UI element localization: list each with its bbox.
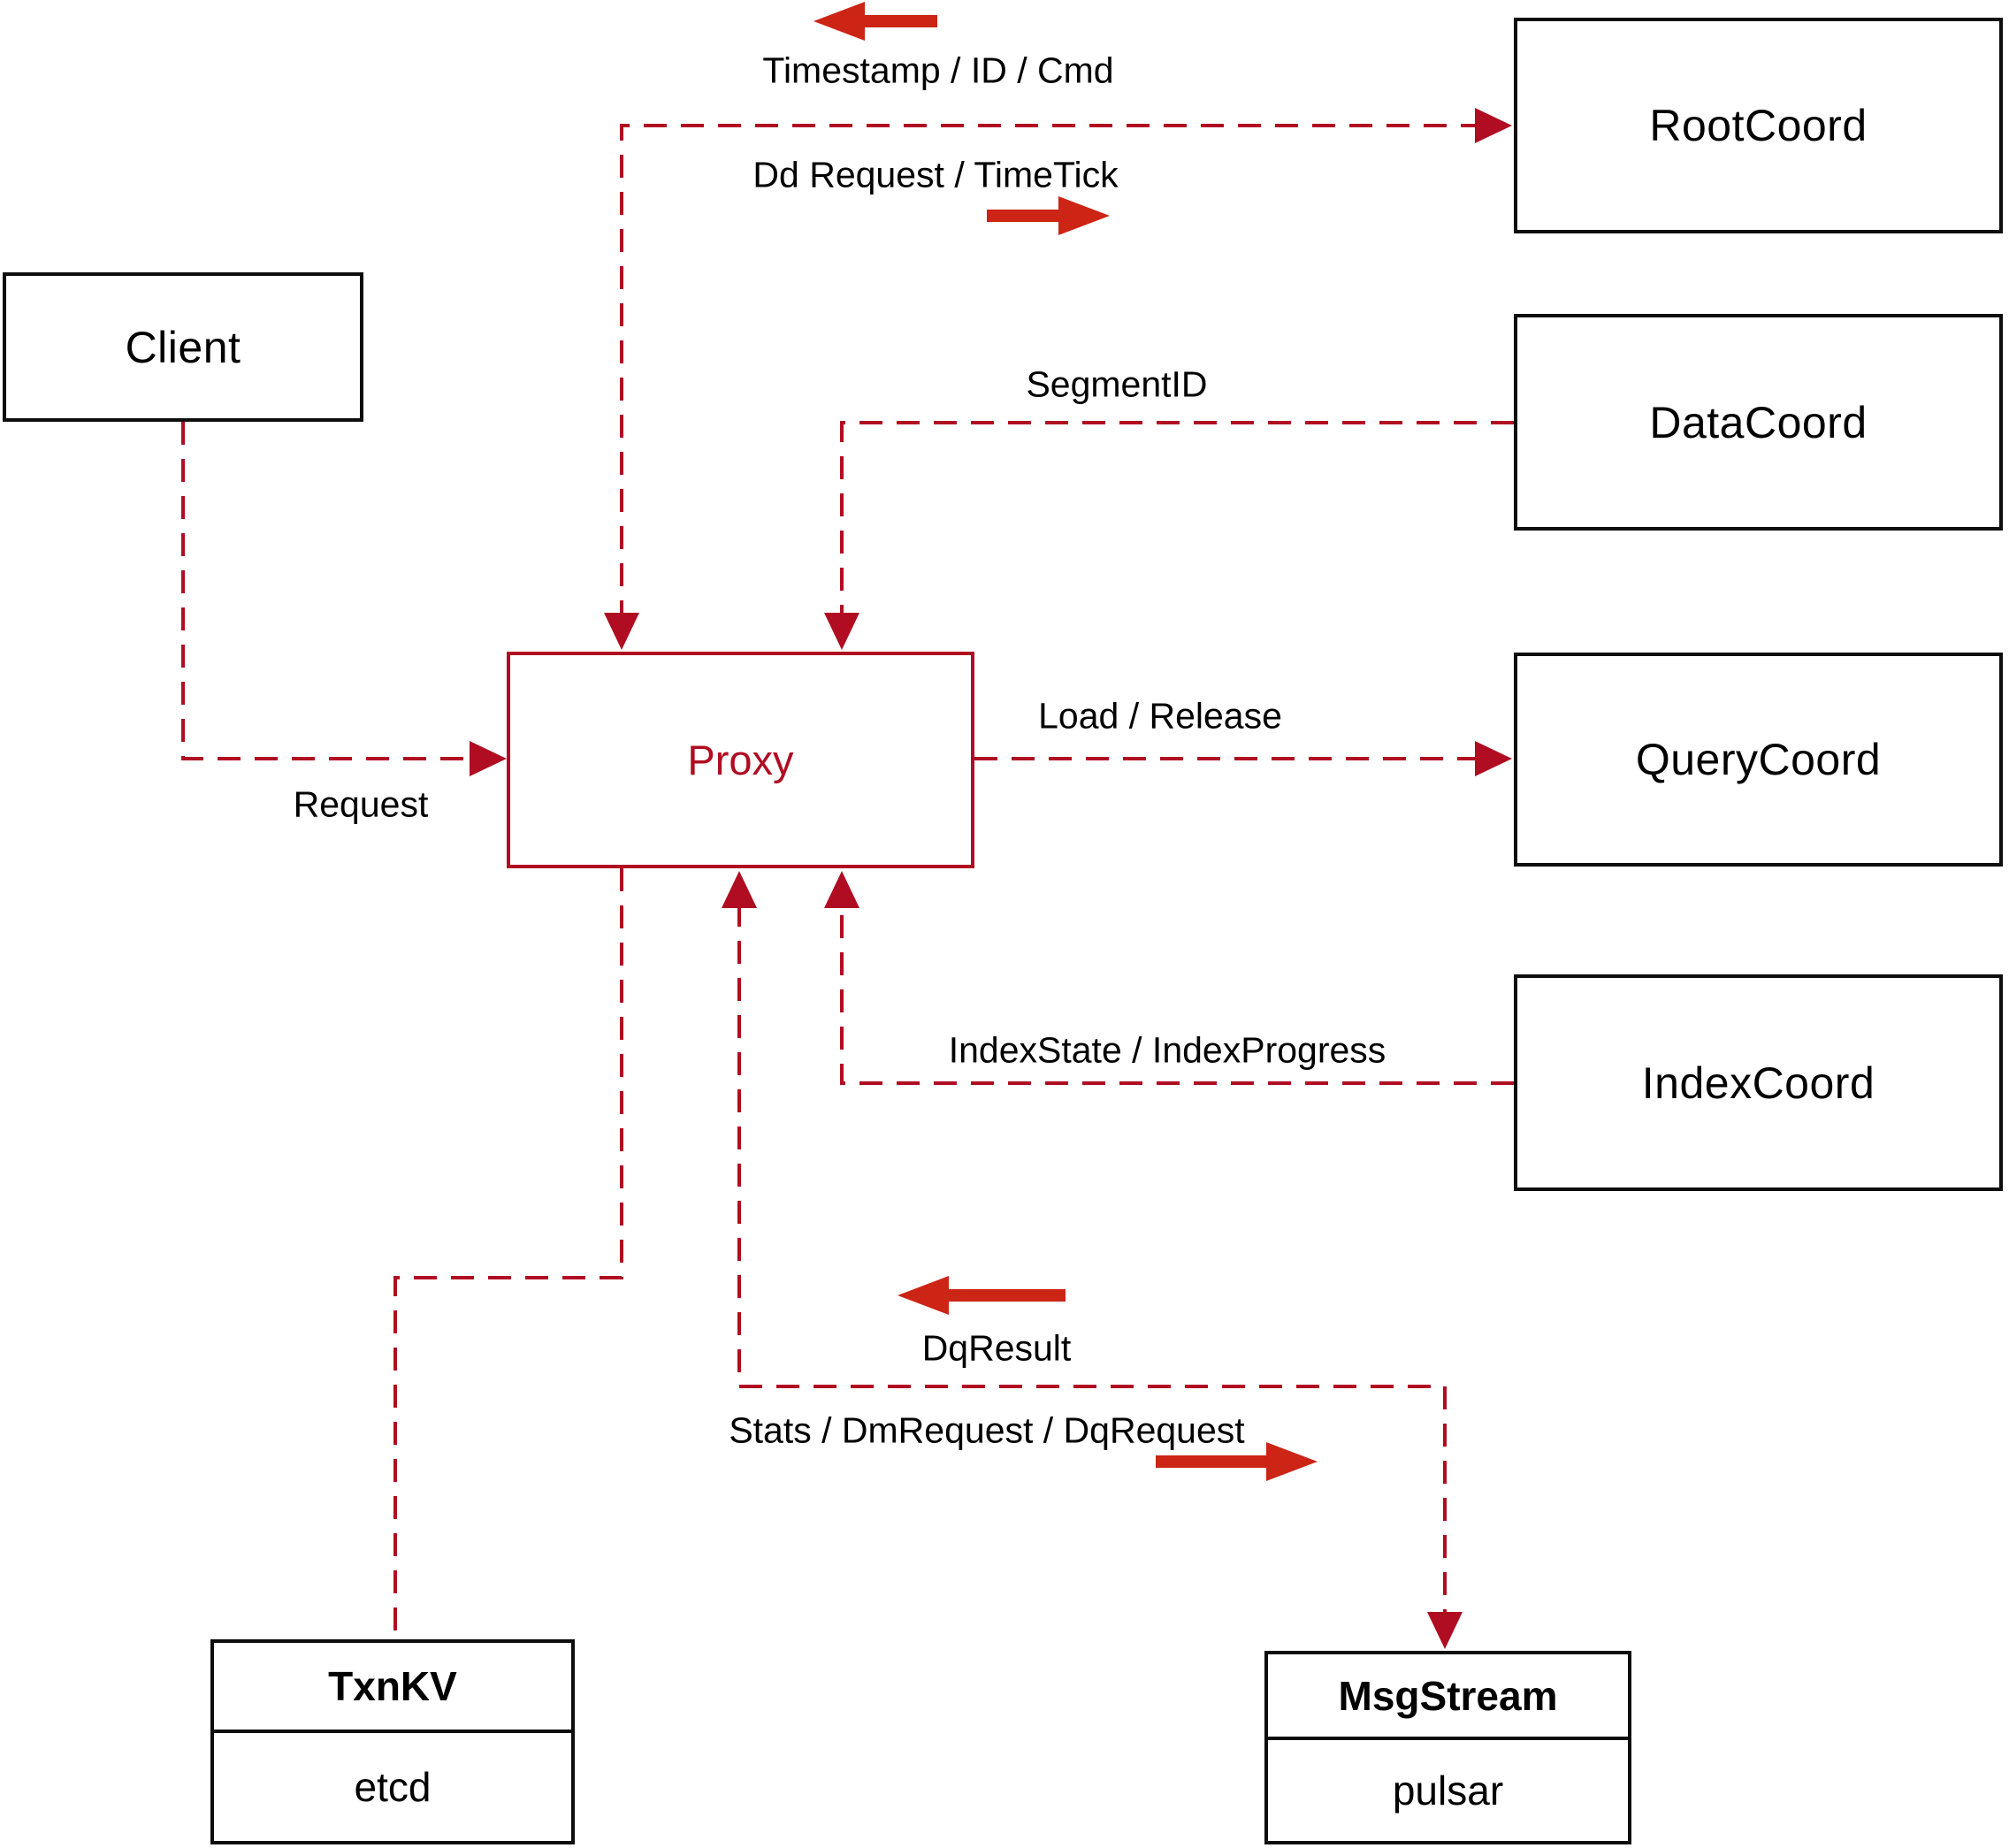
client-label: Client [125, 322, 241, 372]
edge-proxy-to-querycoord [974, 741, 1512, 776]
arrowhead-down-icon [604, 613, 639, 650]
ddrequest-flow-right-arrow-icon [987, 196, 1110, 235]
node-indexcoord: IndexCoord [1514, 974, 2003, 1191]
node-querycoord: QueryCoord [1514, 653, 2003, 867]
edge-datacoord-to-proxy [824, 421, 1514, 650]
edge-label-dqresult: DqResult [921, 1327, 1072, 1369]
indexcoord-label: IndexCoord [1641, 1058, 1875, 1108]
dqresult-flow-left-arrow-icon [898, 1276, 1066, 1315]
msgstream-title: MsgStream [1268, 1654, 1628, 1740]
txnkv-subtitle: etcd [354, 1764, 432, 1810]
edge-label-segmentid: SegmentID [1026, 363, 1208, 405]
arrowhead-up-icon [824, 871, 859, 908]
node-client: Client [3, 272, 363, 422]
node-txnkv: TxnKV etcd [210, 1639, 575, 1844]
datacoord-label: DataCoord [1649, 397, 1868, 447]
node-msgstream: MsgStream pulsar [1264, 1651, 1631, 1844]
edge-label-request: Request [293, 783, 429, 825]
timestamp-flow-left-arrow-icon [814, 2, 937, 41]
edge-client-to-proxy [181, 422, 507, 776]
edge-label-dd-request-timetick: Dd Request / TimeTick [752, 154, 1119, 195]
node-proxy: Proxy [507, 652, 974, 868]
edge-label-timestamp-id-cmd: Timestamp / ID / Cmd [762, 50, 1114, 91]
arrowhead-right-icon [1475, 741, 1512, 776]
arrowhead-down-icon [824, 613, 859, 650]
edge-label-stats-dmrequest-dqrequest: Stats / DmRequest / DqRequest [729, 1409, 1245, 1451]
msgstream-subtitle: pulsar [1392, 1768, 1504, 1814]
edge-proxy-msgstream [722, 871, 1463, 1649]
arrowhead-right-icon [470, 741, 507, 776]
arrowhead-up-icon [722, 871, 757, 908]
edge-proxy-rootcoord [604, 108, 1512, 650]
proxy-label: Proxy [687, 737, 794, 783]
edge-proxy-to-txnkv [393, 868, 623, 1638]
node-rootcoord: RootCoord [1514, 18, 2003, 233]
edge-label-indexstate-indexprogress: IndexState / IndexProgress [948, 1029, 1386, 1071]
txnkv-title: TxnKV [214, 1643, 571, 1733]
edge-label-load-release: Load / Release [1038, 695, 1282, 737]
arrowhead-right-icon [1475, 108, 1512, 143]
arrowhead-down-icon [1427, 1612, 1463, 1649]
querycoord-label: QueryCoord [1635, 735, 1882, 784]
edge-indexcoord-to-proxy [824, 871, 1514, 1085]
rootcoord-label: RootCoord [1649, 101, 1868, 150]
stats-flow-right-arrow-icon [1156, 1442, 1318, 1481]
node-datacoord: DataCoord [1514, 314, 2003, 531]
